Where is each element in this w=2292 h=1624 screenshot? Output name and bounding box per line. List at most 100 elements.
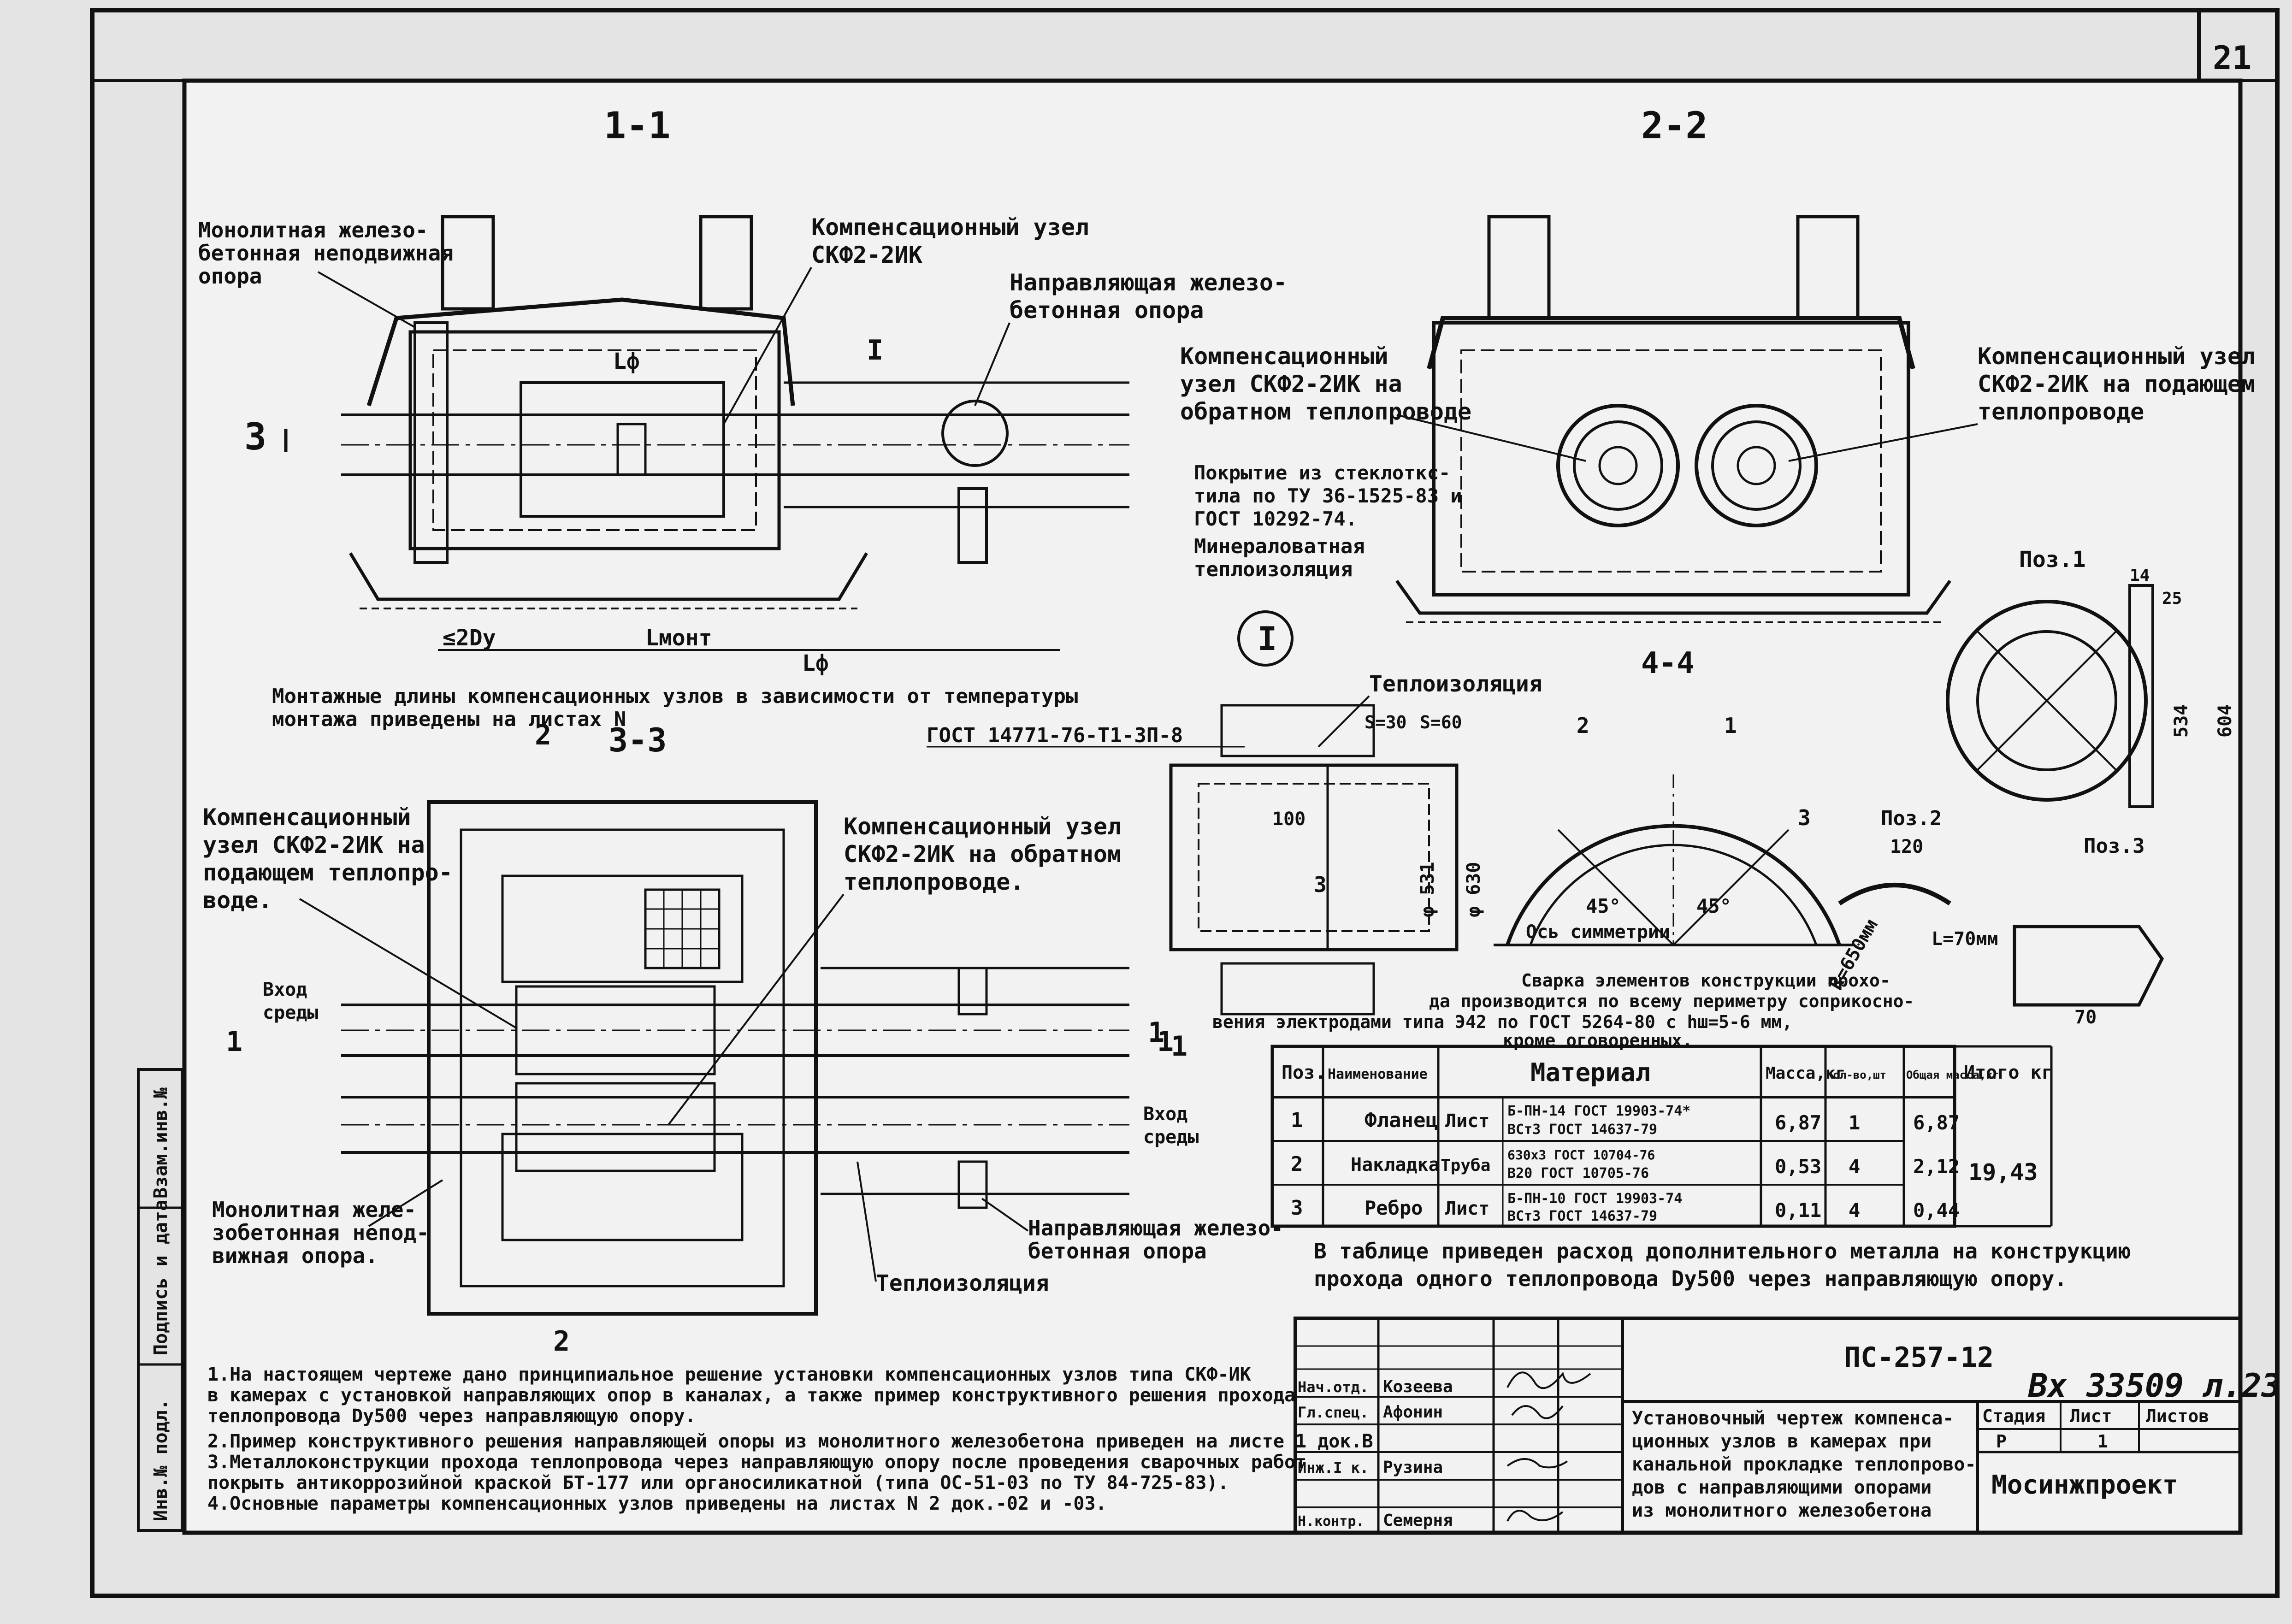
callout-i-small: I (867, 334, 883, 366)
section-1-1: 1-1 3 ≤2Dу Lмонт Lф Lф I (198, 104, 1301, 731)
dim-l70: L=70мм (1932, 928, 1998, 950)
label-monolith-fixed-top: Монолитная железо- бетонная неподвижная … (198, 218, 467, 289)
svg-text:630х3 ГОСТ 10704-76: 630х3 ГОСТ 10704-76 (1507, 1147, 1655, 1163)
svg-text:Б-ПН-10 ГОСТ 19903-74: Б-ПН-10 ГОСТ 19903-74 (1507, 1191, 1682, 1207)
drawing-title: Установочный чертеж компенса- ционных уз… (1632, 1408, 1987, 1521)
svg-text:Лист: Лист (1445, 1198, 1489, 1219)
section-2-2: 2-2 Компенсационный узел СКФ2-2ИК на обр… (1180, 104, 2269, 623)
svg-text:Семерня: Семерня (1383, 1511, 1453, 1530)
dim-lf-top: Lф (613, 348, 640, 374)
angle-45-right: 45° (1696, 895, 1731, 917)
organization: Мосинжпроект (1991, 1470, 2178, 1500)
label-symmetry-axis: Ось симметрии (1526, 921, 1670, 943)
dim-604: 604 (2215, 704, 2236, 738)
signature-mark (1506, 1510, 1564, 1522)
svg-text:1: 1 (1148, 1016, 1164, 1049)
svg-text:4: 4 (1849, 1155, 1860, 1178)
dim-s60: S=60 (1420, 712, 1462, 732)
svg-text:1.На настоящем чертеже дано пр: 1.На настоящем чертеже дано принципиальн… (207, 1364, 1384, 1514)
svg-text:0,11: 0,11 (1775, 1199, 1821, 1222)
svg-text:1: 1 (1849, 1111, 1860, 1134)
dim-lmont: Lмонт (645, 625, 712, 651)
svg-text:Рузина: Рузина (1383, 1458, 1443, 1477)
signature-mark (1506, 1458, 1568, 1469)
dim-lf-bottom: Lф (802, 650, 829, 676)
label-comp-node-supply-33: Компенсационный узел СКФ2-2ИК на подающе… (203, 804, 467, 914)
pipe-supply-circle (1695, 404, 1818, 527)
angle-45-left: 45° (1586, 895, 1621, 917)
svg-text:Б-ПН-14 ГОСТ 19903-74*: Б-ПН-14 ГОСТ 19903-74* (1507, 1103, 1690, 1119)
label-comp-node-top: Компенсационный узел СКФ2-2ИК (811, 214, 1103, 268)
doc-code: ПС-257-12 (1844, 1341, 1994, 1374)
svg-text:2: 2 (1291, 1152, 1303, 1176)
sheet-value: 1 (2097, 1431, 2108, 1452)
th-pos: Поз. (1282, 1062, 1326, 1083)
signature-mark (1511, 1405, 1564, 1419)
section-3-3-title: 3-3 (608, 721, 667, 759)
svg-text:6,87: 6,87 (1913, 1111, 1960, 1134)
svg-text:Гл.спец.: Гл.спец. (1298, 1404, 1369, 1421)
svg-text:1: 1 (1291, 1109, 1303, 1132)
table-row: 2 Накладка Труба 630х3 ГОСТ 10704-76 В20… (1291, 1147, 1960, 1181)
label-insulation-bottom: Теплоизоляция (876, 1270, 1049, 1296)
label-mineral-wool: Минераловатная теплоизоляция (1194, 535, 1377, 581)
signature-mark (1506, 1371, 1591, 1389)
dim-534: 534 (2171, 704, 2192, 738)
dim-25: 25 (2162, 589, 2182, 608)
th-grand: Итого кг (1964, 1062, 2053, 1083)
svg-text:Труба: Труба (1441, 1156, 1490, 1175)
general-notes: 1.На настоящем чертеже дано принципиальн… (207, 1364, 1384, 1514)
svg-text:В20 ГОСТ 10705-76: В20 ГОСТ 10705-76 (1507, 1165, 1649, 1181)
svg-text:Взам.инв.№: Взам.инв.№ (150, 1087, 171, 1199)
label-guide-support-bottom: Направляющая железо- бетонная опора (1028, 1216, 1296, 1264)
svg-text:3: 3 (244, 415, 266, 458)
signature-row: Инж.I к. Рузина (1298, 1458, 1443, 1477)
svg-text:3: 3 (1314, 872, 1327, 897)
signature-row: Н.контр. Семерня (1298, 1511, 1453, 1530)
sheet-frame-outer (90, 8, 2280, 1598)
svg-text:2: 2 (1577, 713, 1589, 738)
side-stamp: Инв.№ подл. Подпись и дата Взам.инв.№ (137, 1068, 183, 1532)
grid-block (644, 888, 721, 969)
sheet-label: Лист (2070, 1406, 2112, 1426)
th-total: Общая масса,кг (1906, 1069, 1999, 1081)
stage-label: Стадия (1982, 1406, 2045, 1426)
title-block: ПС-257-12 Вх 33509 л.23 Установочный чер… (1294, 1317, 2281, 1535)
svg-text:0,53: 0,53 (1775, 1155, 1821, 1178)
part-details: Поз.1 534 604 14 25 Поз.2 120 L=70мм Поз… (1838, 547, 2236, 1028)
svg-text:Фланец: Фланец (1365, 1109, 1438, 1132)
svg-text:Нач.отд.: Нач.отд. (1298, 1378, 1369, 1396)
label-guide-support-top: Направляющая железо- бетонная опора (1010, 269, 1301, 324)
section-1-1-title: 1-1 (604, 104, 671, 147)
inv-handwritten: Вх 33509 л.23 (2028, 1367, 2281, 1405)
page-number: 21 (2213, 39, 2251, 77)
svg-text:Ребро: Ребро (1365, 1197, 1423, 1219)
signature-row: Нач.отд. Козеева (1298, 1377, 1453, 1396)
table-note: В таблице приведен расход дополнительног… (1314, 1239, 2144, 1291)
label-coating: Покрытие из стеклоткс- тила по ТУ 36-152… (1194, 461, 1474, 530)
dim-d531: φ 531 (1417, 862, 1438, 917)
dim-d630: φ 630 (1463, 862, 1484, 917)
label-pos2: Поз.2 (1881, 807, 1942, 830)
svg-text:Н.контр.: Н.контр. (1298, 1513, 1365, 1530)
svg-text:2: 2 (553, 1325, 570, 1358)
label-install-lengths: Монтажные длины компенсационных узлов в … (272, 685, 1090, 731)
label-welding-note: Сварка элементов конструкции прохо- да п… (1212, 970, 1925, 1051)
svg-text:6,87: 6,87 (1775, 1111, 1821, 1134)
label-pos3: Поз.3 (2084, 834, 2144, 858)
label-comp-node-supply-22: Компенсационный узел СКФ2-2ИК на подающе… (1978, 343, 2269, 425)
svg-text:1: 1 (1724, 713, 1737, 738)
th-qty: Кол-во,шт (1826, 1069, 1886, 1081)
svg-text:1: 1 (1171, 1030, 1187, 1063)
svg-text:Лист: Лист (1445, 1110, 1489, 1132)
svg-text:Инж.I к.: Инж.I к. (1298, 1459, 1369, 1476)
section-3-3: 3-3 2 2 1 1 (203, 719, 1296, 1358)
svg-text:Инв.№ подл.: Инв.№ подл. (150, 1399, 171, 1521)
svg-text:1: 1 (1157, 1026, 1174, 1058)
svg-text:0,44: 0,44 (1913, 1199, 1960, 1222)
th-mass: Масса,кг (1766, 1064, 1845, 1083)
label-insulation-detail: Теплоизоляция (1369, 671, 1542, 697)
label-inlet-right: Вход среды (1143, 1104, 1199, 1148)
svg-text:Козеева: Козеева (1383, 1377, 1453, 1396)
